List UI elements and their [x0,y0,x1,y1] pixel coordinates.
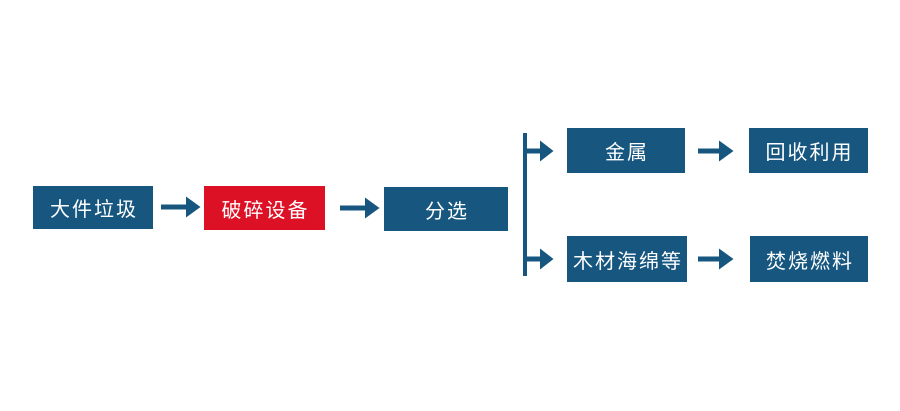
node-crushing-equipment: 破碎设备 [204,186,325,230]
node-recycling: 回收利用 [749,128,868,173]
branch-arrow-icon [526,140,554,162]
right-arrow-icon [698,140,734,162]
node-metal-label: 金属 [605,142,649,164]
node-incineration-fuel: 焚烧燃料 [750,236,868,282]
node-sorting: 分选 [384,187,508,231]
right-arrow-icon [698,248,734,270]
node-incineration-fuel-label: 焚烧燃料 [766,250,854,273]
node-bulky-waste: 大件垃圾 [33,186,153,229]
node-metal: 金属 [567,128,685,173]
node-bulky-waste-label: 大件垃圾 [50,199,138,221]
right-arrow-icon [340,197,380,219]
right-arrow-icon [161,196,201,218]
branch-arrow-icon [526,248,554,270]
node-sorting-label: 分选 [425,200,469,223]
node-crushing-equipment-label: 破碎设备 [221,199,310,222]
node-wood-sponge: 木材海绵等 [567,236,687,282]
node-recycling-label: 回收利用 [765,142,854,164]
node-wood-sponge-label: 木材海绵等 [573,250,683,273]
branch-connector-line [523,133,527,276]
